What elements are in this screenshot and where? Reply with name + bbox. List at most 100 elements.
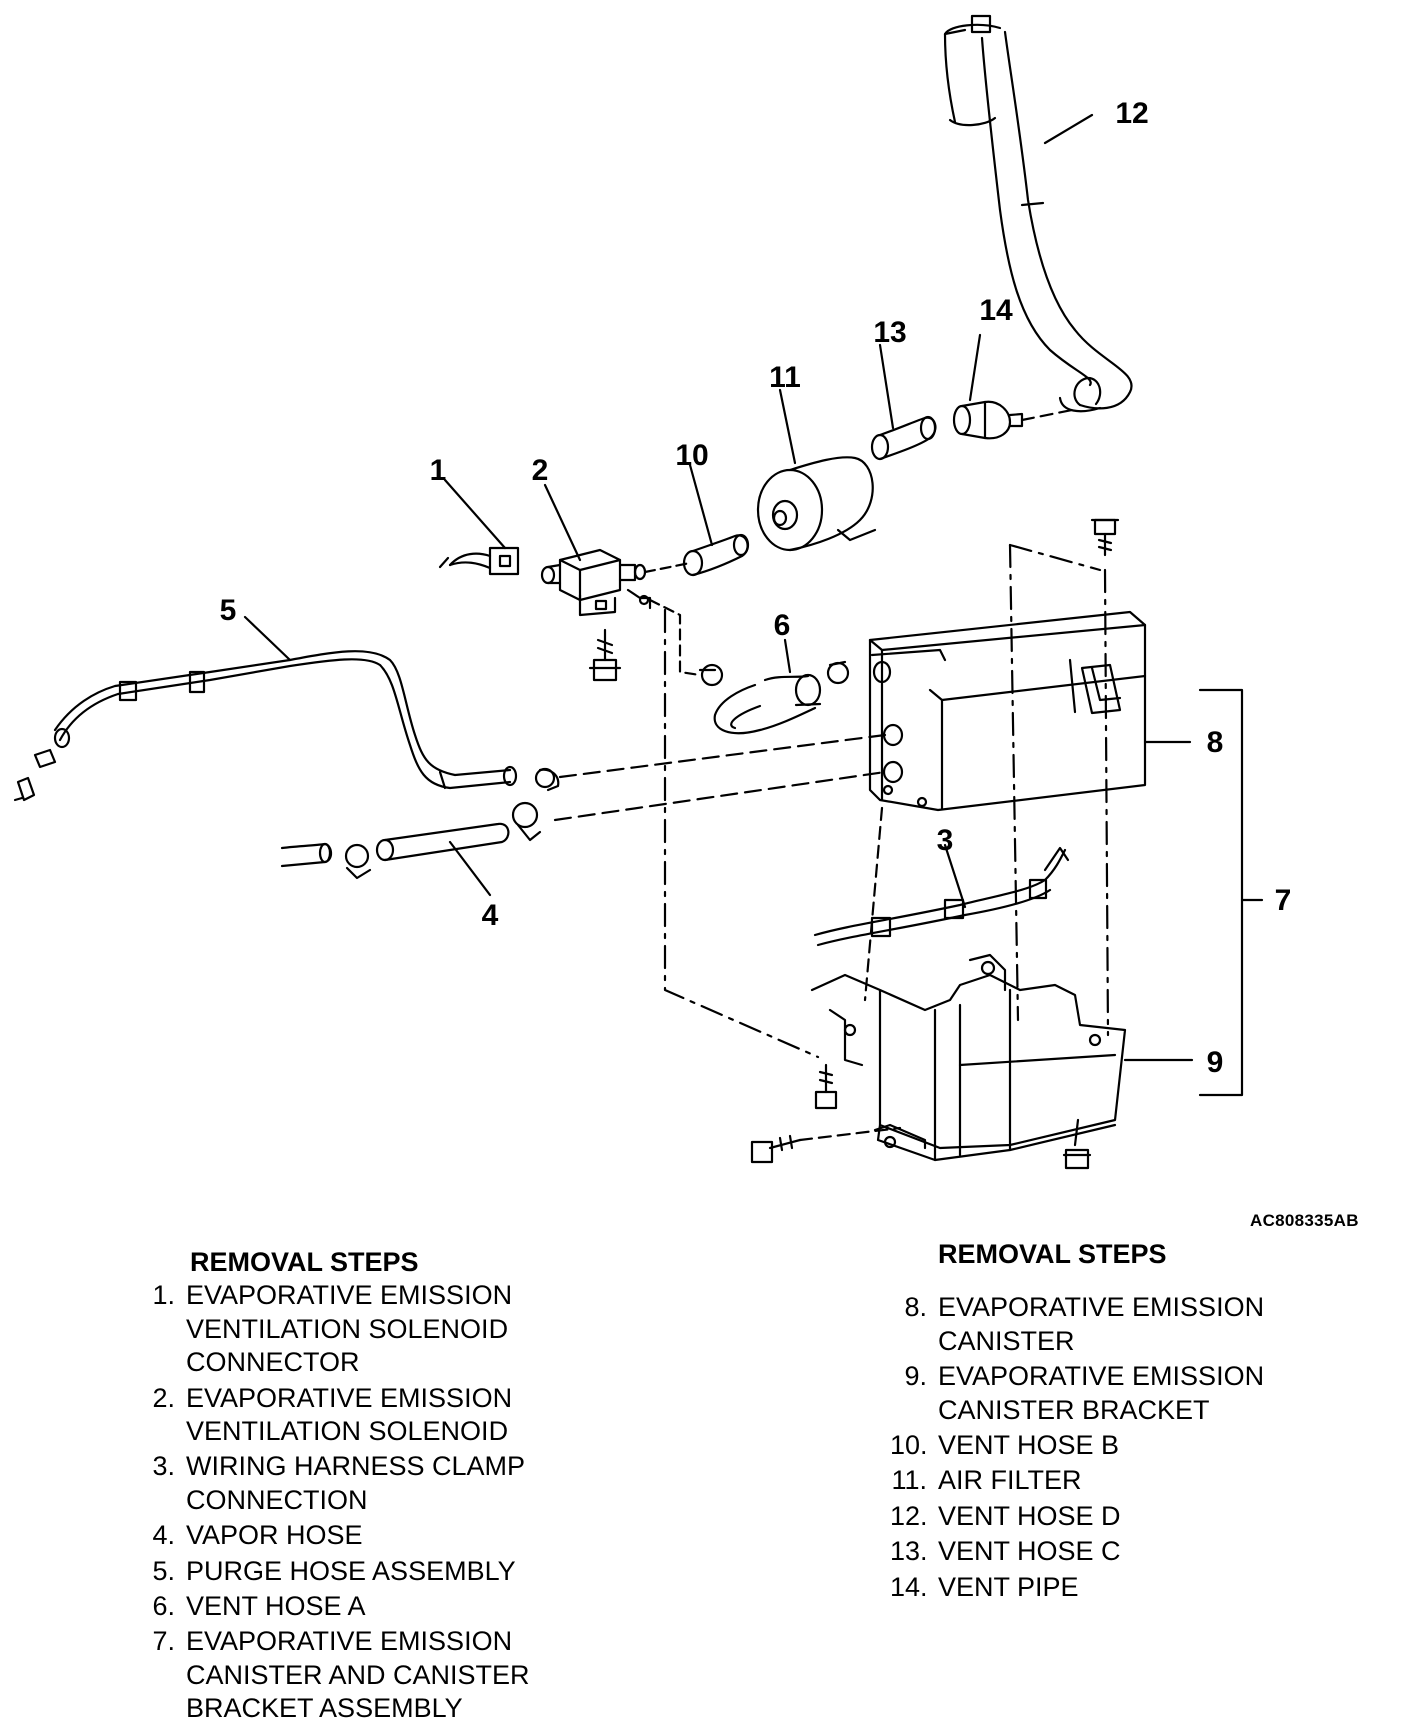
vent-hose-b	[682, 533, 750, 577]
callout-11: 11	[769, 361, 801, 394]
step-text: AIR FILTER	[938, 1464, 1310, 1497]
vent-pipe	[952, 400, 1024, 440]
step-number: 12.	[890, 1500, 928, 1531]
callout-3: 3	[937, 824, 954, 857]
leader-1	[443, 478, 507, 550]
callout-4: 4	[482, 899, 499, 932]
step-text: VENT HOSE B	[938, 1429, 1310, 1462]
wiring-harness	[813, 846, 1070, 947]
removal-step: 4.VAPOR HOSE	[138, 1519, 598, 1552]
step-number: 7.	[152, 1626, 175, 1657]
dash-port-upper	[558, 733, 887, 779]
step-number: 3.	[152, 1451, 175, 1482]
step-number: 5.	[152, 1555, 175, 1586]
figure-code: AC808335AB	[1250, 1211, 1359, 1230]
callout-9: 9	[1207, 1046, 1224, 1079]
leader-10	[688, 463, 714, 547]
solenoid-connector	[438, 546, 520, 576]
step-text-line: VENTILATION SOLENOID	[186, 1416, 509, 1447]
step-text-line: WIRING HARNESS CLAMP	[186, 1451, 526, 1482]
step-number: 2.	[152, 1382, 175, 1413]
step-text-line: EVAPORATIVE EMISSION	[186, 1280, 513, 1311]
removal-step: 5. PURGE HOSE ASSEMBLY	[138, 1555, 598, 1588]
step-text: VENT HOSE A	[186, 1590, 598, 1623]
vent-hose-c	[870, 415, 937, 461]
emission-canister	[868, 610, 1147, 812]
solenoid-bolt	[588, 628, 622, 682]
leader-3	[943, 843, 967, 909]
bracket-bolts	[750, 1063, 1092, 1170]
callout-5: 5	[220, 594, 237, 627]
dash-canister-bracket	[863, 806, 884, 1002]
removal-steps-heading: REMOVAL STEPS	[190, 1247, 419, 1277]
dash-bracket-bolt	[798, 1126, 902, 1142]
step-text-line: VAPOR HOSE	[186, 1520, 363, 1551]
callout-13: 13	[873, 316, 906, 349]
exploded-parts-diagram: 1 2 3 4 5 6 7 8 9 10 11 12 13 14	[13, 14, 1291, 1170]
air-filter	[756, 456, 877, 552]
step-text-line: CONNECTION	[186, 1484, 368, 1515]
step-text: VENT HOSE C	[938, 1535, 1310, 1568]
dash-2-10	[643, 561, 692, 574]
step-number: 13.	[890, 1536, 928, 1567]
step-text-line: CANISTER	[938, 1325, 1075, 1356]
purge-hose-assembly	[53, 650, 518, 790]
step-text-line: EVAPORATIVE EMISSION	[186, 1626, 513, 1657]
step-text: PURGE HOSE ASSEMBLY	[186, 1555, 598, 1588]
removal-step: 13. VENT HOSE C	[890, 1535, 1310, 1568]
step-text-line: EVAPORATIVE EMISSION	[938, 1361, 1265, 1392]
step-text-line: VENT HOSE B	[938, 1430, 1120, 1461]
vent-hose-d	[943, 14, 1133, 413]
step-text-line: BRACKET ASSEMBLY	[186, 1693, 463, 1724]
dash-solenoid-hose-a	[648, 598, 702, 677]
step-number: 1.	[152, 1280, 175, 1311]
removal-step: 14.VENT PIPE	[890, 1571, 1310, 1604]
dash-center	[1008, 543, 1020, 1022]
vent-hose-a	[698, 660, 850, 735]
step-text-line: AIR FILTER	[938, 1465, 1082, 1496]
step-text-line: VENT HOSE D	[938, 1500, 1121, 1531]
dash-right-bolt	[1103, 568, 1110, 1037]
step-text-line: CANISTER BRACKET	[938, 1394, 1210, 1425]
leader-14	[968, 333, 982, 402]
step-text-line: PURGE HOSE ASSEMBLY	[186, 1555, 516, 1586]
leader-6	[783, 638, 792, 674]
leader-4	[448, 840, 492, 897]
callout-14: 14	[979, 294, 1013, 327]
step-text: VENT PIPE	[938, 1571, 1310, 1604]
leader-2	[543, 483, 582, 562]
step-number: 6.	[152, 1591, 175, 1622]
canister-bracket	[810, 953, 1127, 1162]
step-text: VENT HOSE D	[938, 1500, 1310, 1533]
dash-top-bolt	[1008, 543, 1102, 572]
step-number: 10.	[890, 1430, 928, 1461]
step-text: VAPOR HOSE	[186, 1519, 598, 1552]
vapor-hose	[280, 822, 510, 880]
callout-2: 2	[532, 454, 549, 487]
callout-12: 12	[1115, 97, 1148, 130]
canister-top-bolt	[1090, 518, 1120, 557]
step-text-line: EVAPORATIVE EMISSION	[938, 1292, 1265, 1323]
purge-hose-clips	[13, 748, 57, 802]
removal-steps-heading: REMOVAL STEPS	[938, 1239, 1167, 1269]
removal-step: 6. VENT HOSE A	[138, 1590, 598, 1623]
leader-11	[778, 388, 797, 465]
callout-8: 8	[1207, 726, 1224, 759]
removal-step: 10. VENT HOSE B	[890, 1429, 1310, 1462]
step-text-line: VENTILATION SOLENOID	[186, 1313, 509, 1344]
step-number: 9.	[904, 1361, 927, 1392]
